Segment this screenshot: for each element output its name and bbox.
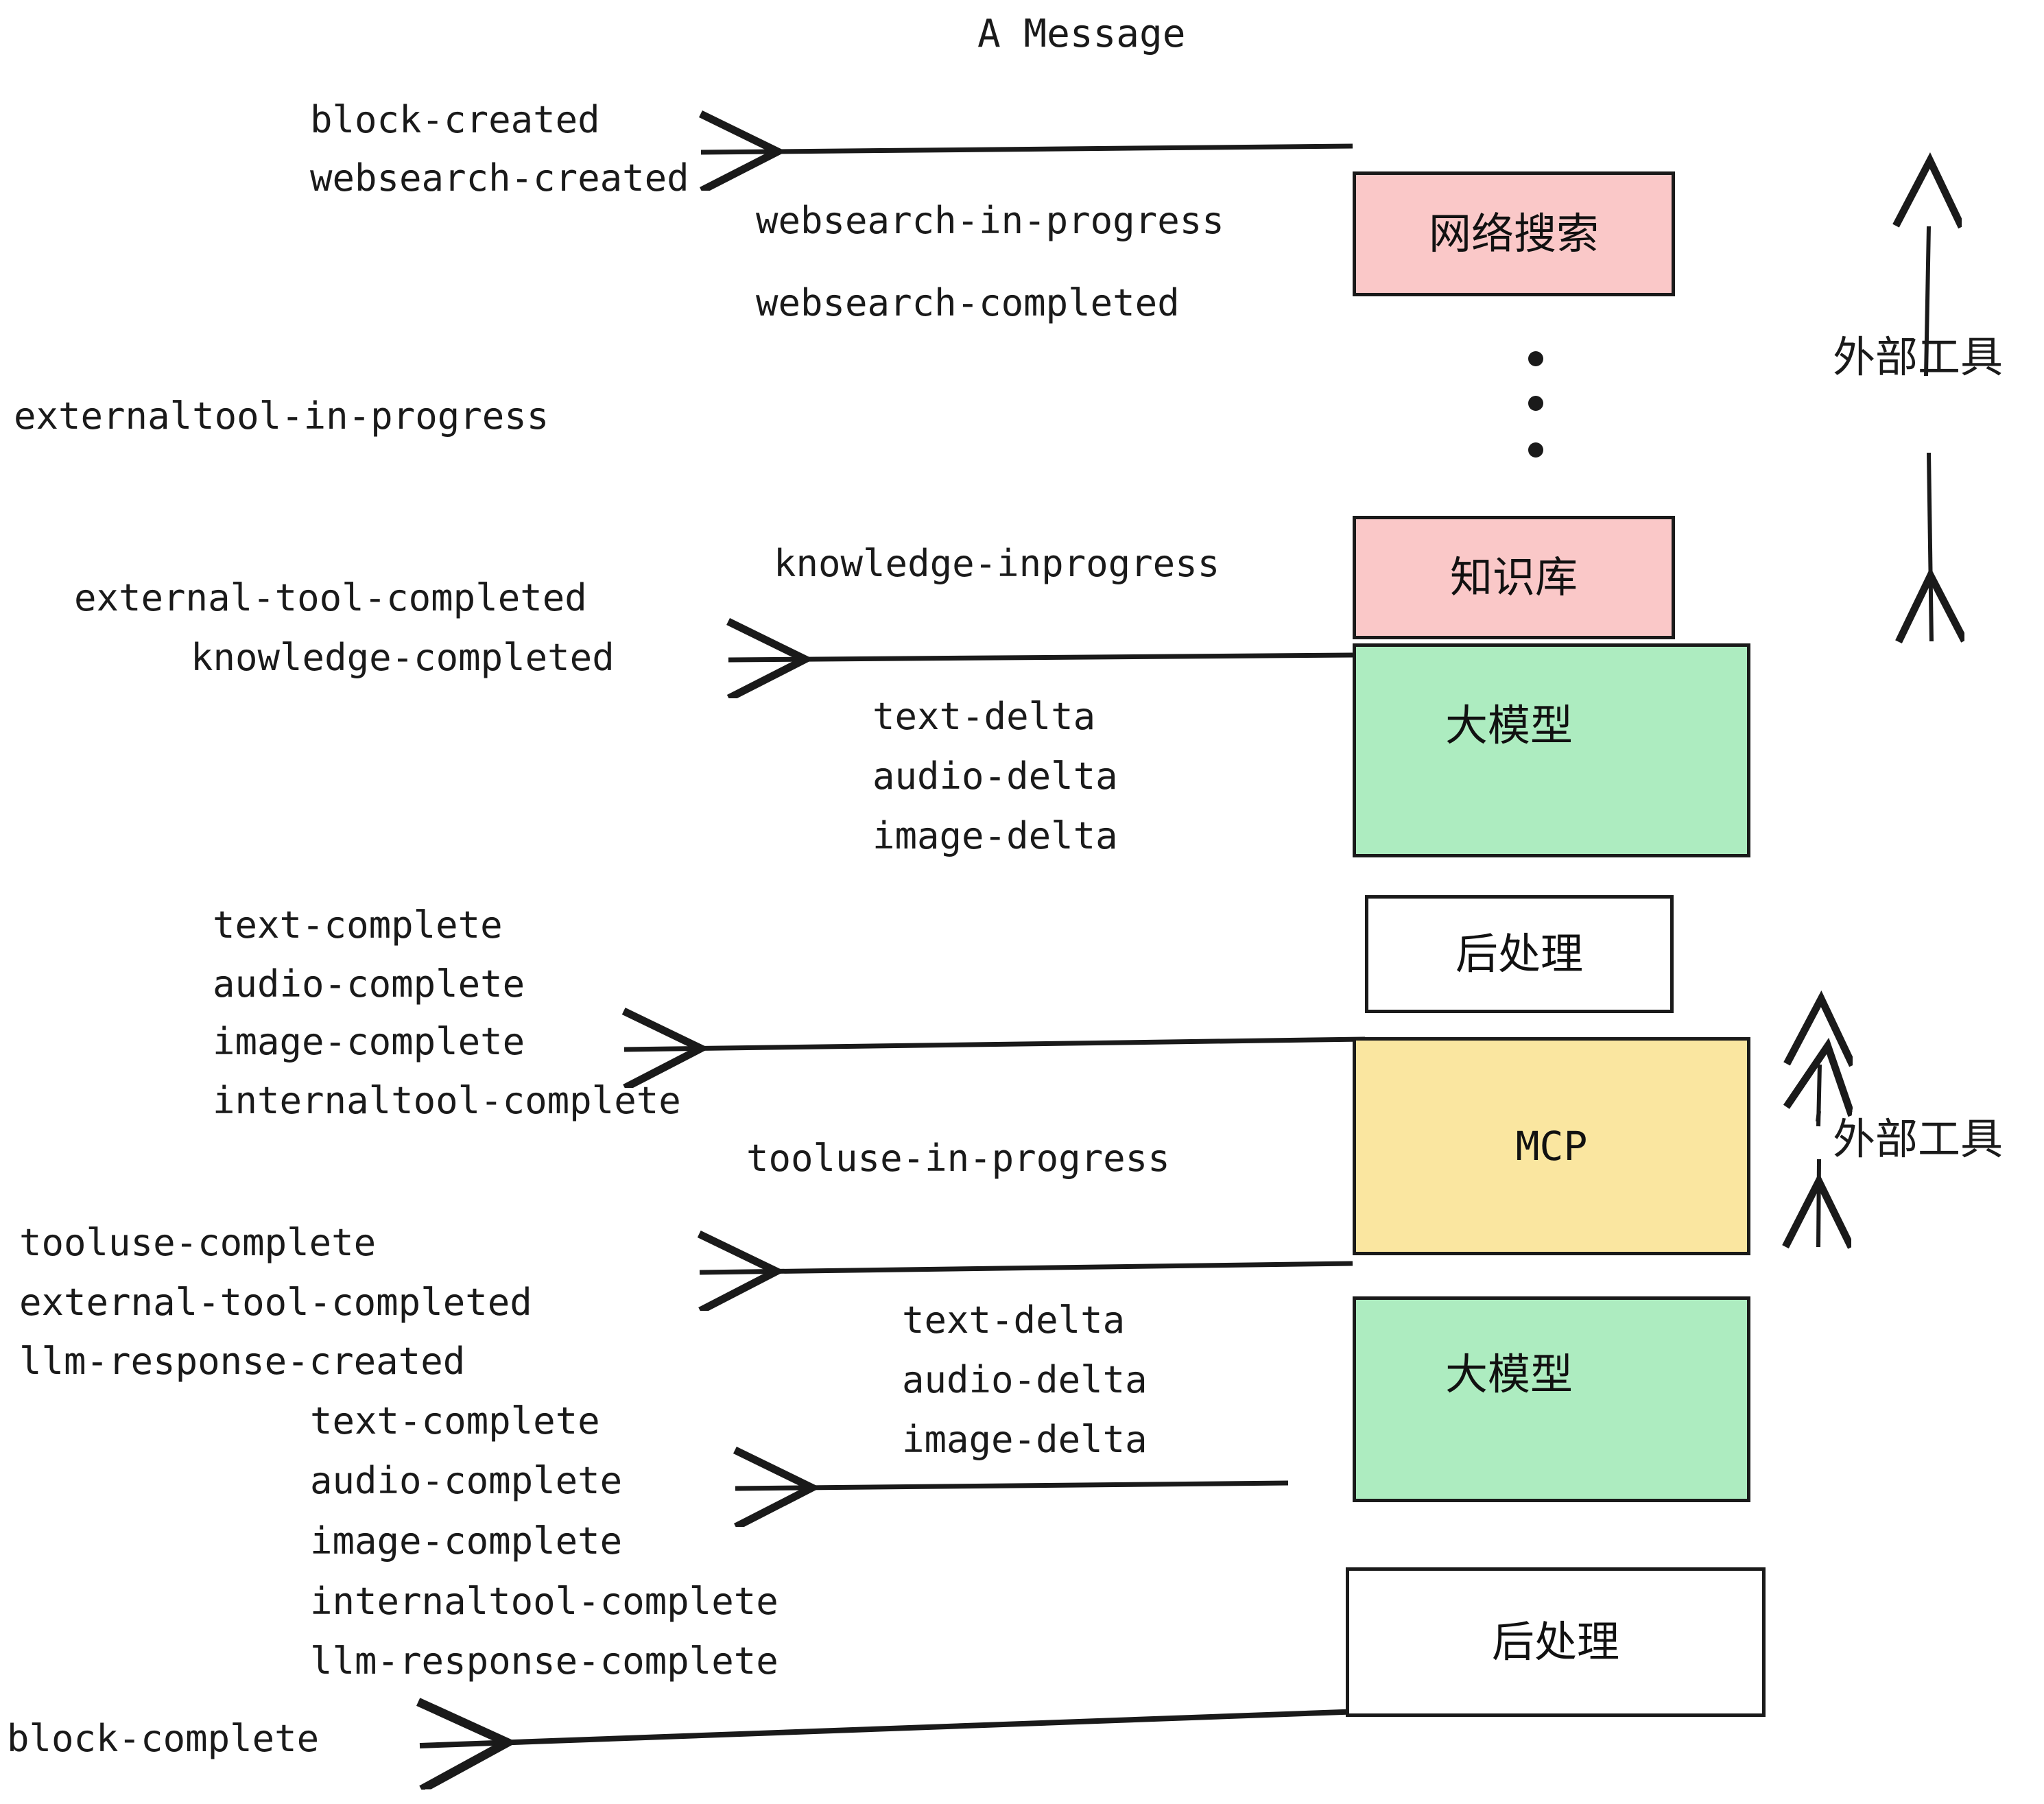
arrow-llm1-to-image-complete bbox=[624, 1039, 1366, 1049]
event-websearch-completed: websearch-completed bbox=[756, 281, 1180, 324]
event-image-delta-1: image-delta bbox=[872, 814, 1118, 857]
event-text-complete-2: text-complete bbox=[310, 1399, 600, 1443]
node-llm-1-label: 大模型 bbox=[1445, 700, 1573, 750]
node-knowledge[interactable]: 知识库 bbox=[1353, 516, 1675, 639]
arrow-mcp-to-tooluse-complete bbox=[700, 1263, 1353, 1272]
node-postprocess-1-label: 后处理 bbox=[1455, 929, 1583, 979]
arrow-ext-tool-bottom-up-stem bbox=[1818, 1065, 1820, 1127]
node-postprocess-2-label: 后处理 bbox=[1491, 1617, 1619, 1667]
node-llm-2-label: 大模型 bbox=[1445, 1349, 1573, 1399]
node-llm-2[interactable]: 大模型 bbox=[1353, 1296, 1750, 1502]
arrow-llm2-to-audio-complete bbox=[735, 1483, 1289, 1488]
event-tooluse-in-progress: tooluse-in-progress bbox=[746, 1137, 1170, 1180]
arrow-ext-tool-bottom-down bbox=[1818, 1159, 1819, 1247]
arrow-ext-tool-top-down bbox=[1929, 452, 1932, 641]
event-image-complete-1: image-complete bbox=[213, 1020, 525, 1063]
event-tooluse-complete: tooluse-complete bbox=[19, 1221, 377, 1264]
ellipsis-dot bbox=[1528, 396, 1543, 411]
node-mcp-label: MCP bbox=[1515, 1123, 1588, 1170]
event-websearch-in-progress: websearch-in-progress bbox=[756, 199, 1224, 242]
arrow-ext-tool-bottom-up bbox=[1818, 1111, 1819, 1122]
event-text-delta-1: text-delta bbox=[872, 695, 1096, 738]
event-knowledge-completed: knowledge-completed bbox=[191, 636, 615, 679]
node-websearch-label: 网络搜索 bbox=[1428, 209, 1599, 259]
event-external-tool-completed-2: external-tool-completed bbox=[19, 1281, 532, 1324]
node-knowledge-label: 知识库 bbox=[1449, 552, 1578, 602]
event-audio-delta-1: audio-delta bbox=[872, 755, 1118, 798]
event-audio-delta-2: audio-delta bbox=[902, 1358, 1148, 1401]
diagram-title: A Message bbox=[977, 12, 1186, 56]
arrow-websearch-to-created bbox=[701, 146, 1353, 152]
node-postprocess-1[interactable]: 后处理 bbox=[1365, 895, 1674, 1013]
event-image-delta-2: image-delta bbox=[902, 1418, 1148, 1461]
ellipsis-dot bbox=[1528, 351, 1543, 366]
arrow-postproc2-to-block-complete bbox=[420, 1711, 1362, 1746]
event-llm-response-complete: llm-response-complete bbox=[310, 1639, 779, 1683]
event-audio-complete-2: audio-complete bbox=[310, 1459, 623, 1502]
event-text-delta-2: text-delta bbox=[902, 1298, 1126, 1342]
annotation-ext-tool-top: 外部工具 bbox=[1833, 332, 2004, 382]
node-websearch[interactable]: 网络搜索 bbox=[1353, 171, 1675, 296]
event-text-complete-1: text-complete bbox=[213, 903, 503, 947]
node-postprocess-2[interactable]: 后处理 bbox=[1346, 1567, 1766, 1717]
event-block-complete: block-complete bbox=[7, 1717, 320, 1760]
arrow-knowledge-to-completed bbox=[728, 655, 1353, 660]
node-mcp[interactable]: MCP bbox=[1353, 1037, 1750, 1255]
annotation-ext-tool-bottom: 外部工具 bbox=[1833, 1114, 2004, 1164]
event-block-created: block-created bbox=[310, 98, 600, 141]
event-audio-complete-1: audio-complete bbox=[213, 962, 525, 1006]
ellipsis-dot bbox=[1528, 442, 1543, 458]
event-image-complete-2: image-complete bbox=[310, 1519, 623, 1563]
node-llm-1[interactable]: 大模型 bbox=[1353, 643, 1750, 857]
event-knowledge-inprogress: knowledge-inprogress bbox=[774, 542, 1220, 585]
event-internaltool-complete-2: internaltool-complete bbox=[310, 1580, 779, 1623]
event-websearch-created: websearch-created bbox=[310, 156, 689, 200]
event-externaltool-in-progress: externaltool-in-progress bbox=[14, 394, 549, 438]
event-internaltool-complete-1: internaltool-complete bbox=[213, 1079, 681, 1122]
event-external-tool-completed-1: external-tool-completed bbox=[74, 576, 587, 619]
event-llm-response-created: llm-response-created bbox=[19, 1340, 466, 1383]
